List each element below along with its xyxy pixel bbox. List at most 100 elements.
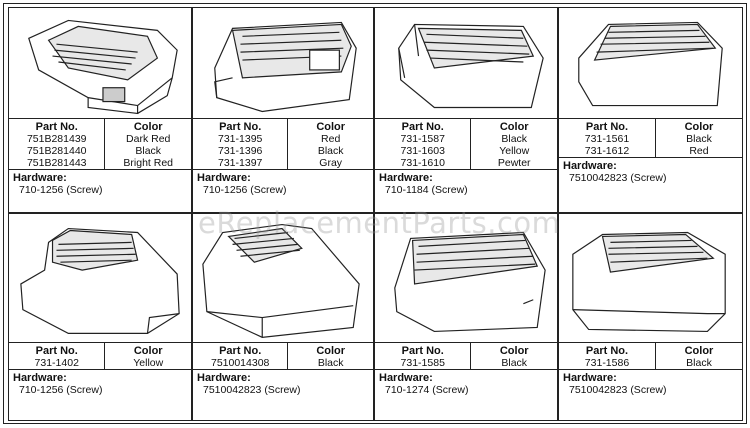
- color-column: Color Black: [471, 343, 557, 369]
- hardware-section: Hardware: 7510042823 (Screw): [559, 370, 742, 396]
- engine-cover-illustration: [375, 8, 557, 118]
- color-value: Red: [689, 145, 709, 157]
- hardware-header: Hardware:: [379, 172, 433, 184]
- part-panel-2: Part No. 731-1395 731-1396 731-1397 Colo…: [192, 7, 374, 213]
- part-number: 731-1402: [34, 357, 79, 369]
- color-value: Black: [135, 145, 162, 157]
- color-header: Color: [684, 345, 714, 357]
- color-value: Black: [686, 133, 712, 145]
- color-value: Yellow: [499, 145, 530, 157]
- engine-cover-illustration: [193, 214, 373, 342]
- hardware-value: 7510042823 (Screw): [569, 172, 667, 184]
- hardware-value: 710-1274 (Screw): [385, 384, 469, 396]
- part-number: 751B281440: [26, 145, 87, 157]
- hardware-section: Hardware: 7510042823 (Screw): [193, 370, 373, 396]
- color-header: Color: [133, 345, 163, 357]
- color-header: Color: [499, 345, 529, 357]
- part-no-header: Part No.: [585, 345, 629, 357]
- engine-cover-icon: [578, 21, 723, 107]
- color-header: Color: [133, 121, 163, 133]
- part-number: 751B281439: [26, 133, 87, 145]
- part-number: 731-1587: [400, 133, 445, 145]
- part-no-header: Part No.: [585, 121, 629, 133]
- engine-cover-icon: [202, 223, 360, 338]
- part-number-column: Part No. 731-1585: [375, 343, 472, 369]
- color-column: Color Dark Red Black Bright Red: [105, 119, 191, 169]
- part-number: 731-1397: [218, 157, 263, 169]
- color-column: Color Black Red: [656, 119, 742, 157]
- part-number: 731-1586: [584, 357, 630, 369]
- hardware-header: Hardware:: [197, 172, 251, 184]
- part-number-column: Part No. 731-1395 731-1396 731-1397: [193, 119, 289, 169]
- part-no-header: Part No.: [219, 345, 262, 357]
- part-number-column: Part No. 7510014308: [193, 343, 289, 369]
- engine-cover-illustration: [9, 214, 191, 342]
- hardware-header: Hardware:: [379, 372, 433, 384]
- hardware-section: Hardware: 710-1256 (Screw): [9, 370, 191, 396]
- part-number: 731-1610: [400, 157, 445, 169]
- part-no-header: Part No.: [401, 121, 444, 133]
- part-number-column: Part No. 731-1586: [559, 343, 656, 369]
- hardware-header: Hardware:: [563, 372, 617, 384]
- engine-cover-icon: [572, 231, 726, 333]
- color-header: Color: [499, 121, 529, 133]
- color-header: Color: [684, 121, 714, 133]
- color-value: Red: [321, 133, 341, 145]
- part-panel-7: Part No. 731-1585 Color Black Hardware: …: [374, 213, 558, 421]
- hardware-section: Hardware: 710-1184 (Screw): [375, 170, 557, 196]
- hardware-header: Hardware:: [563, 160, 617, 172]
- color-value: Black: [501, 133, 528, 145]
- hardware-value: 710-1256 (Screw): [19, 184, 103, 196]
- part-number: 731-1603: [400, 145, 445, 157]
- engine-cover-icon: [394, 231, 546, 333]
- color-value: Dark Red: [126, 133, 171, 145]
- part-no-header: Part No.: [401, 345, 444, 357]
- part-panel-5: Part No. 731-1402 Color Yellow Hardware:…: [8, 213, 192, 421]
- color-value: Black: [501, 357, 528, 369]
- color-column: Color Black: [656, 343, 742, 369]
- part-number-column: Part No. 731-1561 731-1612: [559, 119, 656, 157]
- color-column: Color Black Yellow Pewter: [471, 119, 557, 169]
- hardware-header: Hardware:: [13, 372, 67, 384]
- hardware-value: 710-1256 (Screw): [19, 384, 103, 396]
- engine-cover-illustration: [559, 8, 742, 118]
- part-number: 7510014308: [210, 357, 270, 369]
- hardware-header: Hardware:: [197, 372, 251, 384]
- hardware-value: 710-1256 (Screw): [203, 184, 287, 196]
- part-panel-1: Part No. 751B281439 751B281440 751B28144…: [8, 7, 192, 213]
- part-no-header: Part No.: [35, 121, 78, 133]
- color-value: Bright Red: [123, 157, 174, 169]
- color-value: Gray: [319, 157, 343, 169]
- part-panel-3: Part No. 731-1587 731-1603 731-1610 Colo…: [374, 7, 558, 213]
- hardware-section: Hardware: 7510042823 (Screw): [559, 158, 742, 184]
- part-number-column: Part No. 731-1402: [9, 343, 106, 369]
- color-column: Color Black: [288, 343, 373, 369]
- part-no-header: Part No.: [219, 121, 262, 133]
- engine-cover-icon: [28, 19, 178, 115]
- part-number: 731-1561: [584, 133, 630, 145]
- color-column: Color Red Black Gray: [288, 119, 373, 169]
- part-number: 731-1395: [218, 133, 263, 145]
- color-value: Black: [317, 357, 344, 369]
- engine-cover-icon: [20, 227, 180, 334]
- color-value: Yellow: [133, 357, 164, 369]
- part-panel-6: Part No. 7510014308 Color Black Hardware…: [192, 213, 374, 421]
- part-number-column: Part No. 751B281439 751B281440 751B28144…: [9, 119, 106, 169]
- color-value: Black: [686, 357, 712, 369]
- engine-cover-illustration: [375, 214, 557, 342]
- part-panel-4: Part No. 731-1561 731-1612 Color Black R…: [558, 7, 743, 213]
- parts-diagram-frame: [3, 3, 747, 424]
- color-column: Color Yellow: [105, 343, 191, 369]
- hardware-value: 7510042823 (Screw): [203, 384, 301, 396]
- part-number: 731-1396: [218, 145, 263, 157]
- engine-cover-illustration: [193, 8, 373, 118]
- hardware-section: Hardware: 710-1274 (Screw): [375, 370, 557, 396]
- part-number: 751B281443: [26, 157, 87, 169]
- part-number: 731-1585: [400, 357, 445, 369]
- color-value: Pewter: [497, 157, 531, 169]
- color-header: Color: [316, 121, 346, 133]
- part-number-column: Part No. 731-1587 731-1603 731-1610: [375, 119, 472, 169]
- engine-cover-icon: [398, 23, 544, 109]
- hardware-section: Hardware: 710-1256 (Screw): [193, 170, 373, 196]
- part-panel-8: Part No. 731-1586 Color Black Hardware: …: [558, 213, 743, 421]
